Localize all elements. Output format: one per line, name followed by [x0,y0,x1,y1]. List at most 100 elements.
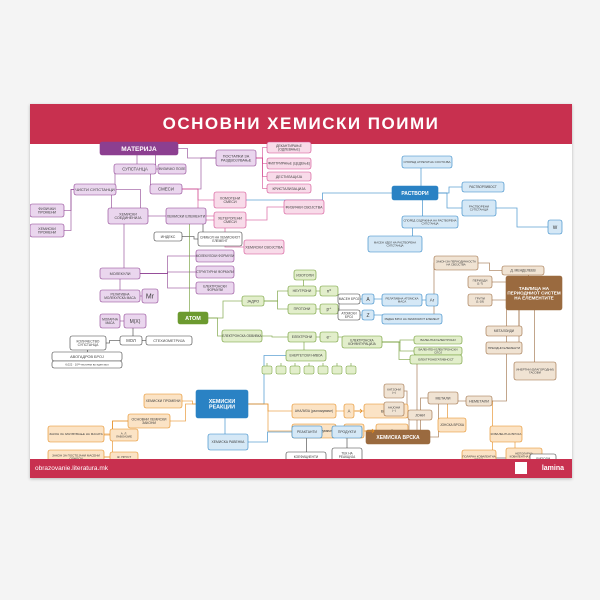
node-label: ЕЛЕКТРОНИ [292,335,313,339]
node-label: ПРЕОДНИ ЕЛЕМЕНТИ [488,346,520,350]
node-box [195,389,249,419]
node-label: Z [366,313,369,319]
node-label: СТРУКТУРНИ ФОРМУЛИ [196,270,234,274]
node-box [241,295,265,307]
node-box [157,163,187,175]
node-zakon-masa: ЗАКОН ЗА ЗАЧУВУВАЊЕ НА МАСАТА [47,425,105,443]
node-lavoisier: А. Л.ЛАВОАЗИЕ [109,428,139,442]
node-label: ЈОНИ [415,413,425,417]
node-box [99,141,179,156]
node-box [119,335,143,346]
node-box [123,313,147,329]
node-box [149,183,183,195]
node-box [215,149,257,167]
node-box [513,361,557,381]
node-hem-elementi: ХЕМИСКИ ЕЛЕМЕНТИ [165,207,207,225]
node-box [383,383,405,399]
node-box [207,433,249,451]
node-label: ДЕСТИЛАЦИЈА [276,175,303,179]
connector-hem_elementi-atom [186,215,193,319]
footer-site: obrazovanie.literatura.mk [35,465,108,472]
node-destilacija: ДЕСТИЛАЦИЈА [266,171,312,182]
node-label: ХЕМИСКИ СВОЈСТВА [245,245,283,249]
node-spored-agregatna: СПОРЕД АГРЕГАТНА СОСТОЈБА [401,155,453,169]
node-label: ДЕКАНТИРАЊЕ(ОДЛЕВАЊЕ) [276,144,302,152]
node-label: А. Л.ЛАВОАЗИЕ [116,431,132,438]
node-box [467,293,493,307]
node-box [505,275,563,311]
node-label: МОЛЕКУЛИ [110,272,131,276]
connector-reden_broj-zakon_periodi [412,262,456,320]
node-label: ПРОТОНИ [294,307,311,311]
node-label: ФИЗИЧКО ПОЛЕ [159,167,187,171]
node-indeks: ИНДЕКС [153,231,183,242]
node-box [30,223,65,238]
node-box [283,199,325,215]
node-label: ЕНЕРГЕТСКИ НИВОА [290,354,324,358]
node-valentni-elektroni: ВАЛЕНТНИ ЕЛЕКТРОНИ [413,335,463,345]
node-box [287,331,317,343]
node-mol: МОЛ [119,335,143,346]
node-box [141,288,159,304]
node-filtriranje: ФИЛТРИРАЊЕ (ЦЕДЕЊЕ) [266,157,312,170]
node-box [165,207,207,225]
connector-chisti_supstanci-hem_elementi [95,189,186,217]
node-label: МАСЕН БРОЈ [339,297,360,301]
node-label: ЕЛЕКТРОНСКА ОБВИВКА [222,334,262,338]
connector-homogeni-rastvori [230,192,415,201]
energy-level-box [317,365,329,375]
node-chisti-supstanci: ЧИСТИ СУПСТАНЦИ [73,183,117,196]
energy-level-box [331,365,343,375]
node-box [73,183,117,196]
node-box [107,207,149,225]
node-box [501,265,545,276]
node-ar-sym: Ar [425,293,439,307]
node-label: ИЗОТОПИ [296,273,314,277]
arrow-right-icon [355,408,363,414]
node-box [243,239,285,255]
footer-band: obrazovanie.literatura.mk lamina [30,459,572,478]
poster-title: ОСНОВНИ ХЕМИСКИ ПОИМИ [162,114,440,133]
node-label: РАСТВОРИ [401,191,429,197]
node-label: НЕМЕТАЛИ [469,399,489,403]
node-metali: МЕТАЛИ [427,391,459,405]
node-prehodni: ПРЕОДНИ ЕЛЕМЕНТИ [485,341,523,355]
node-label: СПОРЕД АГРЕГАТНА СОСТОЈБА [403,160,450,164]
node-box [266,171,312,182]
node-box [195,265,235,279]
node-box [433,255,479,271]
node-box [391,185,439,201]
node-label: ЗАКОН ЗА ПОСТОЈАНИ МАСЕНИОДНОСИ [52,453,100,460]
node-label: ХЕМИСКА РАВЕНКА [212,440,246,444]
energy-level-arrows [261,363,357,375]
node-label: ГРУПИ(1-18) [475,296,485,303]
node-box [285,349,327,362]
node-box [143,393,183,409]
node-label: e⁻ [327,335,333,340]
node-box [343,403,355,419]
node-box [407,409,433,421]
node-box [195,281,235,295]
node-box [341,335,383,349]
node-box [99,289,141,303]
node-label: ЗАКОН ЗА ЗАЧУВУВАЊЕ НА МАСАТА [49,432,103,436]
